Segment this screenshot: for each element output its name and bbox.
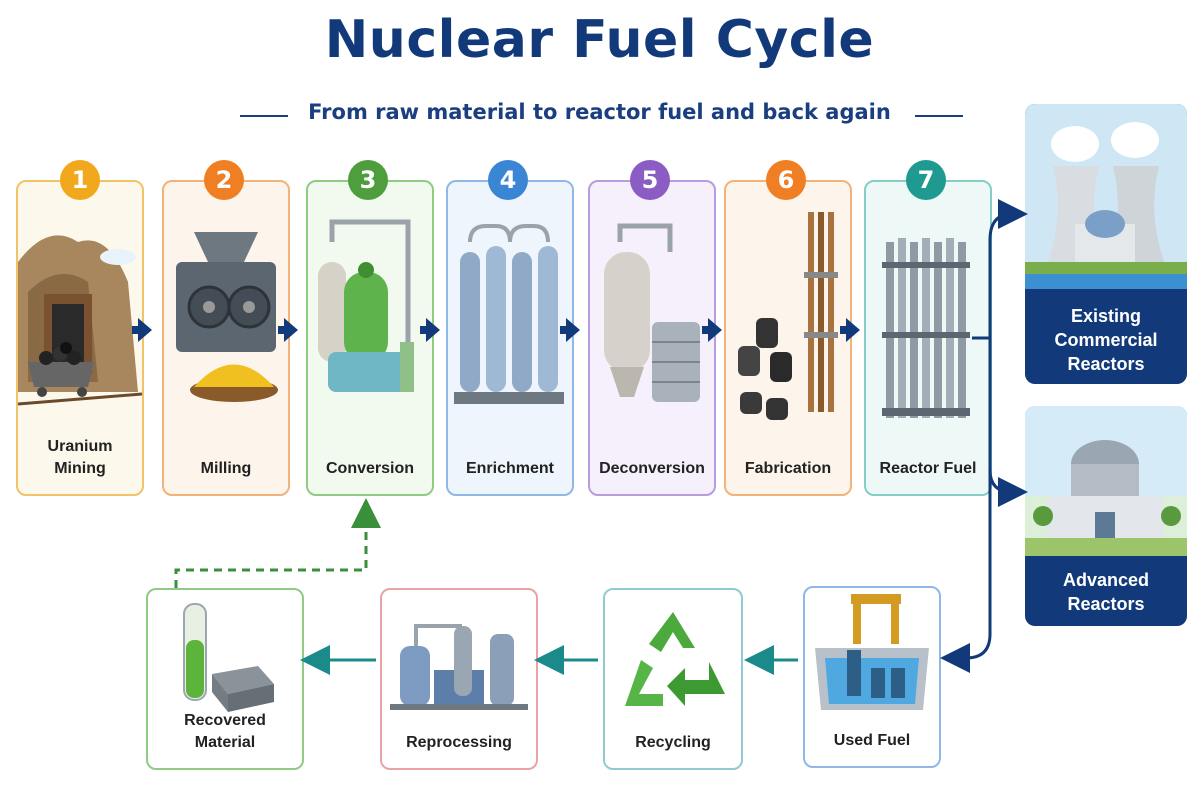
step-number-badge: 2	[204, 160, 244, 200]
spent-fuel-pool-icon	[815, 594, 929, 710]
step-arrows	[132, 318, 860, 342]
subtitle-rule-left	[240, 115, 288, 117]
reactor-label: Existing	[1070, 306, 1141, 326]
reactor-label-line3: Reactors	[1067, 354, 1145, 374]
diagram-title: Nuclear Fuel Cycle	[324, 10, 875, 70]
step-label: Recycling	[635, 734, 711, 751]
step-reprocessing: Reprocessing	[380, 588, 538, 770]
reactor-label-line2: Commercial	[1054, 330, 1158, 350]
step-enrichment: Enrichment	[446, 180, 574, 496]
step-label-line2: Material	[194, 734, 256, 751]
step-label: Uranium	[47, 438, 113, 455]
mill-machine-icon	[176, 232, 278, 402]
step-label: Recovered	[184, 712, 266, 729]
step-reactor-fuel: Reactor Fuel	[864, 180, 992, 496]
mine-cart-icon	[18, 235, 142, 406]
step-number-badge: 1	[60, 160, 100, 200]
dome-reactor-icon	[1025, 406, 1187, 556]
conversion-plant-icon	[318, 219, 414, 392]
step-label: Enrichment	[465, 460, 554, 477]
reactor-label: Advanced	[1062, 570, 1150, 590]
step-number-badge: 7	[906, 160, 946, 200]
reactor-branch-connector	[940, 199, 1028, 673]
step-label: Reprocessing	[406, 734, 512, 751]
step-number-badge: 5	[630, 160, 670, 200]
step-deconversion: Deconversion	[588, 180, 716, 496]
step-milling: Milling	[162, 180, 290, 496]
arrow-right-icon	[284, 318, 298, 342]
arrow-right-icon	[708, 318, 722, 342]
arrow-right-icon	[566, 318, 580, 342]
step-conversion: Conversion	[306, 180, 434, 496]
step-recycling: Recycling	[603, 588, 743, 770]
cooling-tower-icon	[1025, 104, 1187, 289]
step-number-badge: 6	[766, 160, 806, 200]
deconversion-tank-icon	[604, 223, 700, 402]
arrow-right-icon	[846, 318, 860, 342]
step-number-badge: 4	[488, 160, 528, 200]
test-tube-ingot-icon	[183, 603, 274, 712]
step-label: Reactor Fuel	[879, 460, 977, 477]
step-label: Deconversion	[599, 460, 705, 477]
fuel-pellet-icon	[738, 212, 838, 420]
recovered-to-conversion-arrow	[174, 498, 381, 588]
step-label-line2: Mining	[54, 460, 106, 477]
step-label: Conversion	[325, 460, 414, 477]
arrow-right-icon	[138, 318, 152, 342]
centrifuge-icon	[454, 224, 564, 404]
arrow-right-icon	[426, 318, 440, 342]
subtitle-rule-right	[915, 115, 963, 117]
step-label: Milling	[200, 460, 252, 477]
fuel-assembly-icon	[882, 238, 970, 418]
recycle-icon	[625, 612, 725, 706]
step-number-badge: 3	[348, 160, 388, 200]
step-used-fuel: Used Fuel	[803, 586, 941, 768]
reprocessing-plant-icon	[390, 624, 528, 710]
step-label: Used Fuel	[833, 732, 911, 749]
step-label: Fabrication	[744, 460, 832, 477]
diagram-subtitle: From raw material to reactor fuel and ba…	[308, 100, 891, 124]
step-fabrication: Fabrication	[724, 180, 852, 496]
reactor-label-line2: Reactors	[1067, 594, 1145, 614]
